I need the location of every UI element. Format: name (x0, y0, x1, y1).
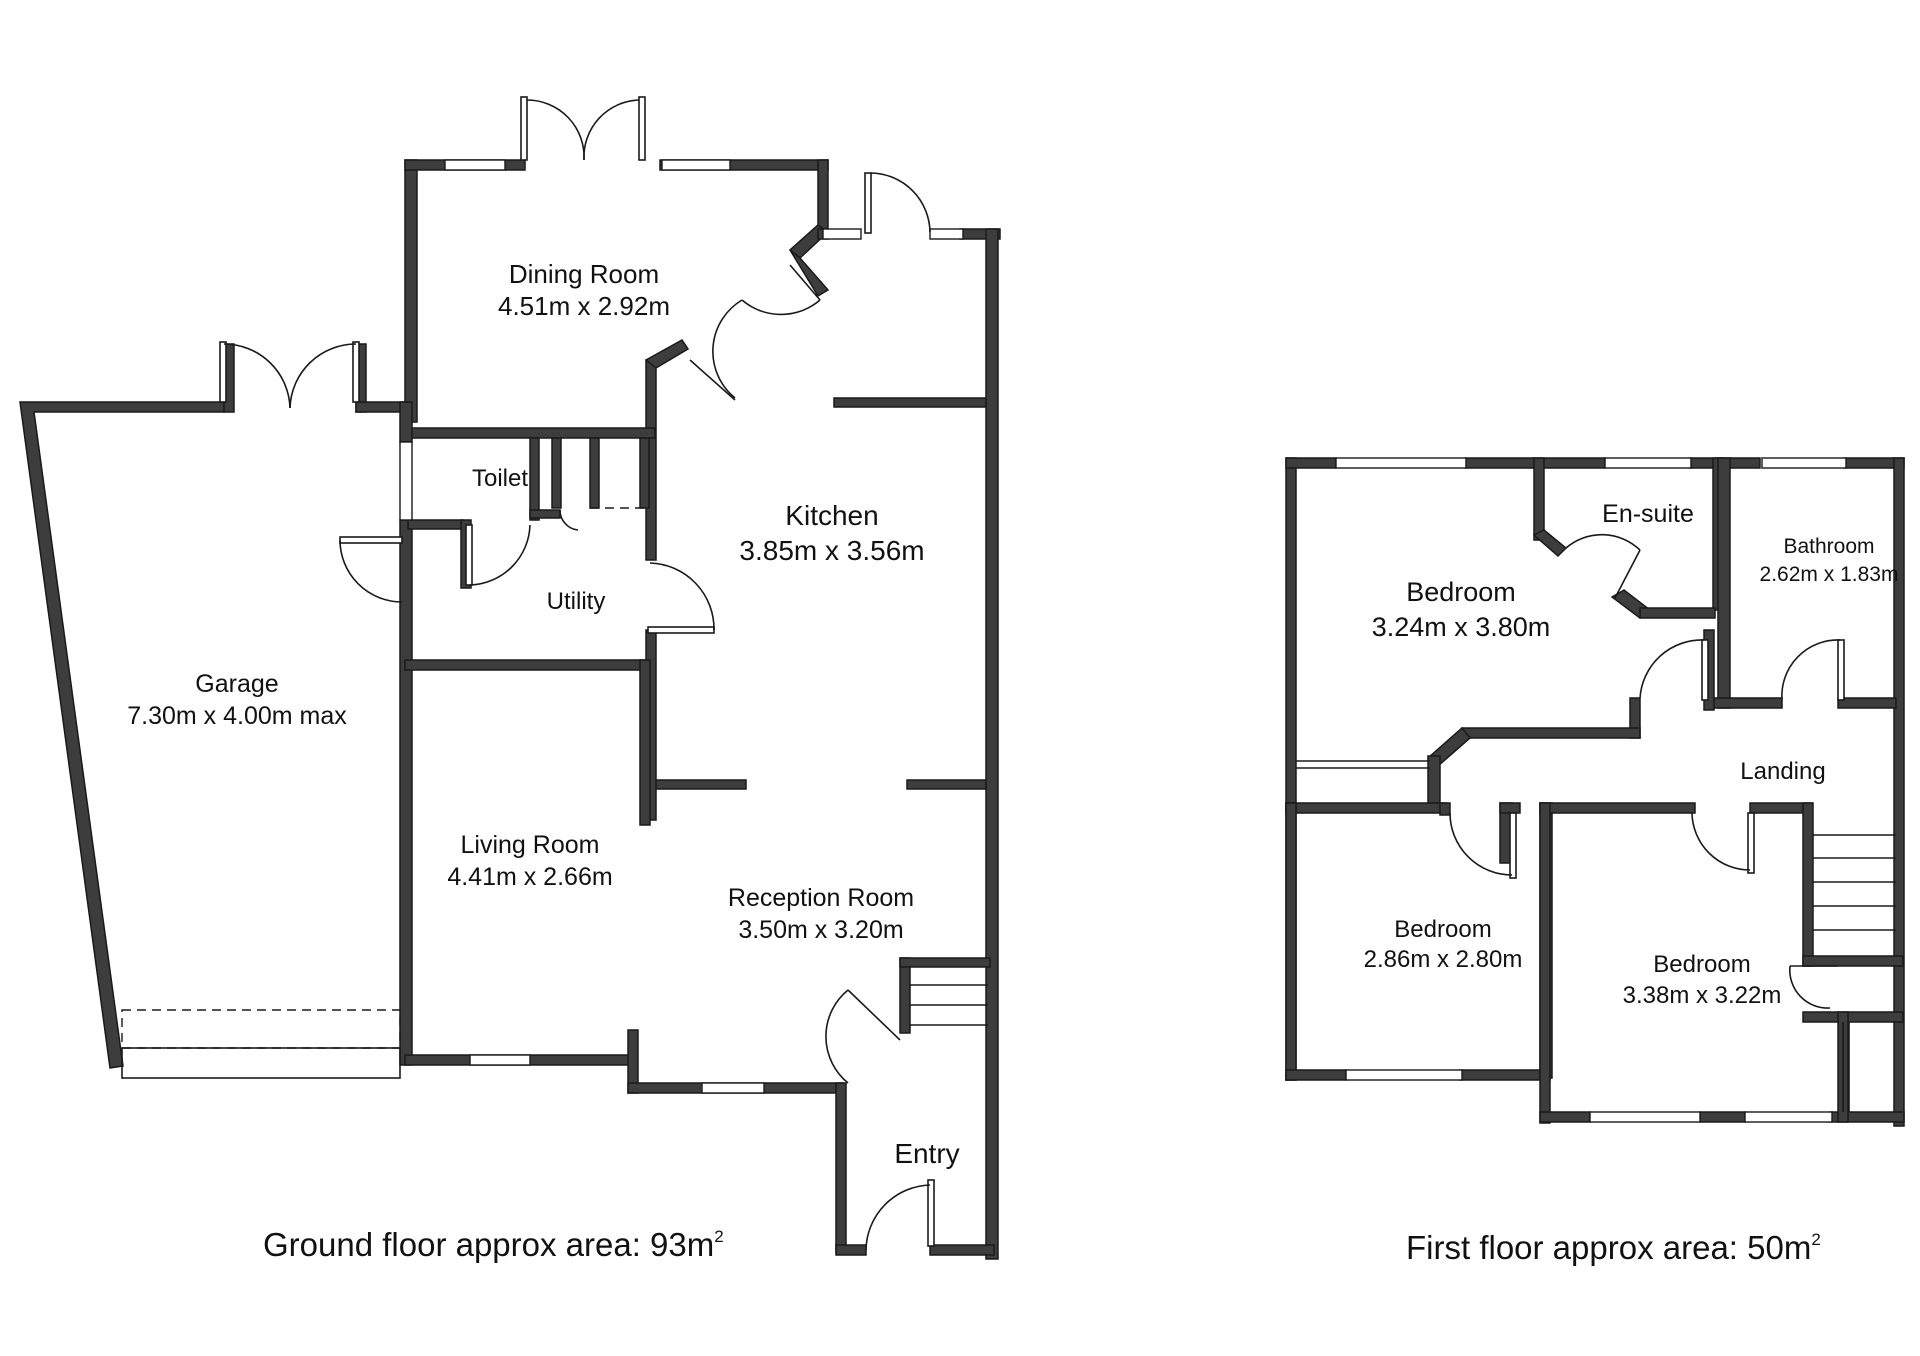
first-floor-area-text: First floor approx area: 50m (1406, 1229, 1811, 1266)
first-floor-area: First floor approx area: 50m2 (1406, 1229, 1821, 1266)
room-name-living: Living Room (461, 831, 600, 859)
room-size-bedroom-2: 2.86m x 2.80m (1364, 946, 1523, 973)
room-size-bedroom-3: 3.38m x 3.22m (1623, 982, 1782, 1009)
ground-floor-windows (399, 159, 964, 1094)
first-floor-stairs (1813, 834, 1896, 931)
first-floor-walls (1285, 457, 1905, 1127)
room-name-bedroom-1: Bedroom (1406, 577, 1516, 607)
room-name-garage: Garage (195, 670, 278, 698)
room-name-toilet: Toilet (472, 465, 528, 492)
first-floor-plan (1285, 457, 1905, 1127)
room-name-utility: Utility (547, 588, 606, 615)
ground-floor-stairs (910, 984, 988, 1026)
room-size-garage: 7.30m x 4.00m max (127, 702, 347, 730)
ground-floor-area-sup: 2 (714, 1227, 723, 1246)
room-size-dining: 4.51m x 2.92m (498, 291, 670, 321)
room-name-dining: Dining Room (509, 259, 659, 289)
room-size-reception: 3.50m x 3.20m (738, 916, 903, 944)
ground-floor-plan (19, 96, 1001, 1260)
first-floor-doors (1296, 533, 1850, 1112)
ground-floor-labels: Dining Room 4.51m x 2.92m Kitchen 3.85m … (127, 259, 959, 1263)
room-name-bedroom-3: Bedroom (1653, 951, 1750, 978)
first-floor-area-sup: 2 (1811, 1230, 1820, 1249)
room-name-landing: Landing (1740, 758, 1825, 785)
room-size-kitchen: 3.85m x 3.56m (739, 535, 924, 566)
first-floor-windows (1335, 457, 1847, 1123)
first-floor-labels: Bedroom 3.24m x 3.80m En-suite Bathroom … (1364, 500, 1899, 1266)
room-size-bedroom-1: 3.24m x 3.80m (1372, 612, 1551, 642)
room-name-bedroom-2: Bedroom (1394, 916, 1491, 943)
room-size-bathroom: 2.62m x 1.83m (1760, 563, 1899, 586)
room-name-kitchen: Kitchen (785, 500, 878, 531)
garage-door (121, 1009, 401, 1079)
ground-floor-area: Ground floor approx area: 93m2 (263, 1226, 724, 1263)
ground-floor-area-text: Ground floor approx area: 93m (263, 1226, 714, 1263)
room-name-ensuite: En-suite (1602, 500, 1694, 528)
room-name-entry: Entry (894, 1138, 959, 1169)
room-size-living: 4.41m x 2.66m (447, 863, 612, 891)
ground-floor-doors (219, 96, 935, 1251)
room-name-reception: Reception Room (728, 884, 914, 912)
room-name-bathroom: Bathroom (1783, 535, 1874, 558)
